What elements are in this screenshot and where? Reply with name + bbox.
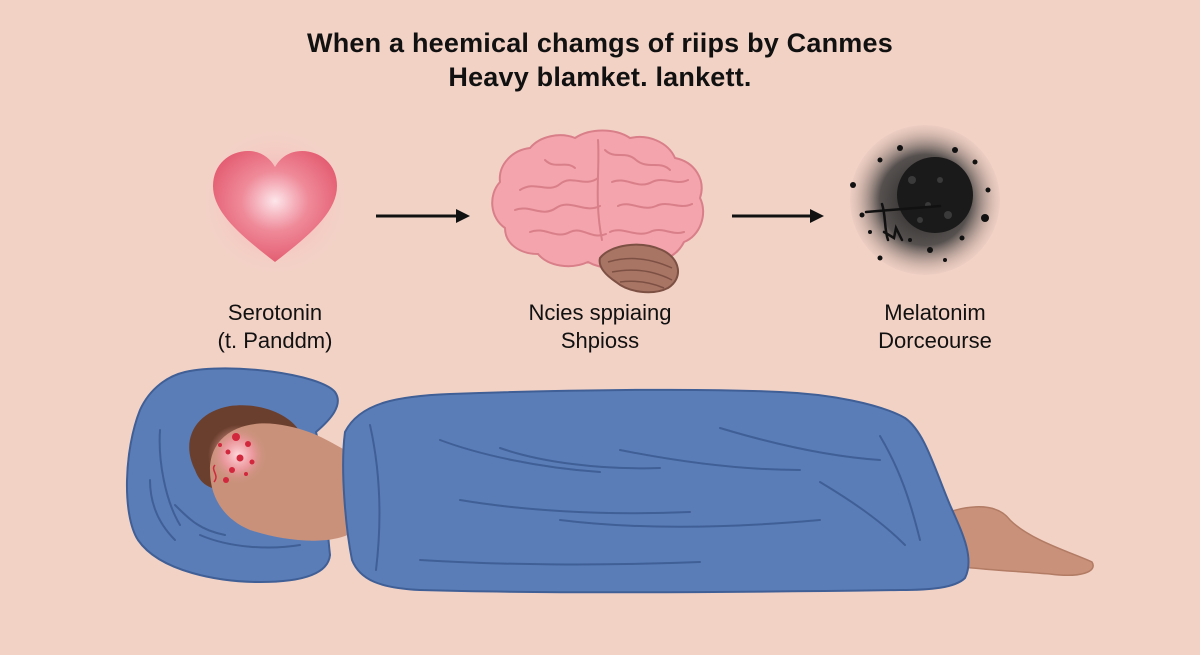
step-label-serotonin: Serotonin (t. Panddm) bbox=[170, 299, 380, 355]
step-2-line-2: Shpioss bbox=[560, 328, 640, 353]
title-line-2: Heavy blamket. lankett. bbox=[448, 62, 752, 92]
step-2-line-1: Ncies sppiaing bbox=[528, 300, 672, 325]
blanket bbox=[342, 388, 970, 594]
step-1-line-1: Serotonin bbox=[227, 300, 323, 325]
step-label-melatonin: Melatonim Dorceourse bbox=[830, 299, 1040, 355]
title-line-1: When a heemical chamgs of riips by Canme… bbox=[307, 28, 893, 58]
arrow-icon-1 bbox=[376, 209, 470, 223]
arrow-icon-2 bbox=[732, 209, 824, 223]
sleeping-person bbox=[126, 367, 1094, 594]
dark-cloud-icon bbox=[850, 125, 1000, 275]
step-3-line-1: Melatonim bbox=[884, 300, 986, 325]
step-1-line-2: (t. Panddm) bbox=[217, 328, 333, 353]
heart-icon bbox=[197, 124, 353, 280]
brain-icon bbox=[491, 129, 705, 294]
step-label-nerves: Ncies sppiaing Shpioss bbox=[490, 299, 710, 355]
diagram-title: When a heemical chamgs of riips by Canme… bbox=[0, 26, 1200, 94]
step-3-line-2: Dorceourse bbox=[878, 328, 992, 353]
